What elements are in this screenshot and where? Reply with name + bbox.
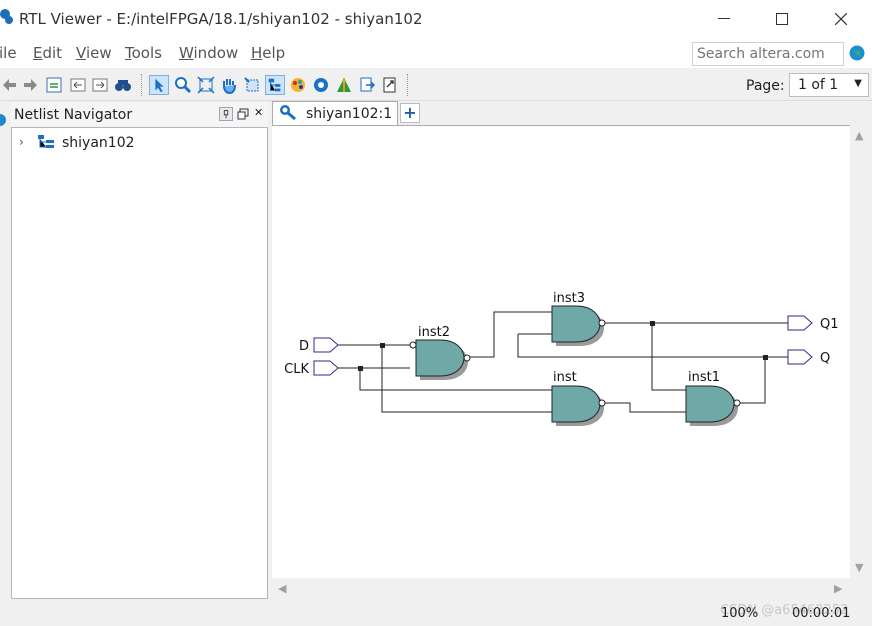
settings-icon[interactable] xyxy=(311,75,331,95)
maximize-icon xyxy=(776,13,788,25)
page-select-value: 1 of 1 xyxy=(798,77,839,93)
output-port-q[interactable] xyxy=(787,349,813,365)
menu-edit[interactable]: Edit xyxy=(33,44,63,62)
rtl-viewer-tab-icon xyxy=(280,105,296,121)
page-select[interactable]: 1 of 1 ▼ xyxy=(789,73,869,97)
horizontal-scrollbar[interactable]: ◀ ▶ xyxy=(272,578,850,598)
binoculars-icon[interactable] xyxy=(113,75,133,95)
menu-view[interactable]: View xyxy=(76,44,112,62)
region-icon[interactable] xyxy=(242,75,262,95)
tree-item-shiyan102[interactable]: shiyan102 xyxy=(62,135,135,151)
toolbar-separator xyxy=(407,74,410,96)
status-zoom: 100% xyxy=(721,606,759,621)
gate-inst[interactable] xyxy=(551,385,606,426)
wires xyxy=(338,311,788,413)
side-dock-icon[interactable] xyxy=(0,114,6,126)
float-icon[interactable] xyxy=(237,108,249,120)
gate-label-inst1: inst1 xyxy=(688,370,720,385)
refresh-icon[interactable] xyxy=(44,75,64,95)
collapse-icon[interactable] xyxy=(68,75,88,95)
input-port-clk[interactable] xyxy=(313,360,339,376)
netlist-navigator-panel xyxy=(11,102,268,599)
output-label-q1: Q1 xyxy=(820,317,839,332)
status-time: 00:00:01 xyxy=(792,606,851,621)
gate-inst2[interactable] xyxy=(409,339,471,380)
close-icon xyxy=(835,13,847,25)
chevron-right-icon[interactable]: › xyxy=(19,135,24,149)
zoom-icon[interactable] xyxy=(173,75,193,95)
vertical-scrollbar[interactable]: ▲ ▼ xyxy=(850,125,872,578)
hand-icon[interactable] xyxy=(219,75,239,95)
fit-icon[interactable] xyxy=(196,75,216,95)
input-label-clk: CLK xyxy=(284,362,309,377)
menu-window[interactable]: Window xyxy=(179,44,239,62)
gate-inst1[interactable] xyxy=(685,385,741,426)
close-button[interactable] xyxy=(821,4,861,34)
toolbar-separator xyxy=(141,74,144,96)
gate-inst3[interactable] xyxy=(551,305,606,346)
schematic[interactable]: D CLK Q1 Q inst2 inst3 inst inst1 xyxy=(272,125,850,578)
app-logo-icon xyxy=(0,9,13,24)
color-icon[interactable] xyxy=(288,75,308,95)
back-icon[interactable] xyxy=(0,75,20,95)
expand-icon[interactable] xyxy=(90,75,110,95)
filter-icon[interactable] xyxy=(334,75,354,95)
chevron-down-icon: ▼ xyxy=(854,78,862,89)
gate-label-inst3: inst3 xyxy=(553,291,585,306)
toolbar xyxy=(0,70,872,101)
forward-icon[interactable] xyxy=(20,75,40,95)
schematic-canvas[interactable] xyxy=(272,125,850,578)
menu-help[interactable]: Help xyxy=(251,44,286,62)
navigator-header xyxy=(11,102,268,128)
add-tab-button[interactable]: + xyxy=(400,103,420,123)
minimize-button[interactable] xyxy=(704,4,744,34)
navigator-title: Netlist Navigator xyxy=(14,107,133,123)
tab-label: shiyan102:1 xyxy=(306,106,393,122)
tab-shiyan102[interactable] xyxy=(272,101,398,125)
hierarchy-tree-icon xyxy=(38,135,54,148)
input-label-d: D xyxy=(299,339,309,354)
search-input[interactable] xyxy=(692,42,844,66)
export-icon[interactable] xyxy=(357,75,377,95)
menu-tools[interactable]: Tools xyxy=(125,44,162,62)
window-title: RTL Viewer - E:/intelFPGA/18.1/shiyan102… xyxy=(19,10,423,28)
hierarchy-icon[interactable] xyxy=(265,75,285,95)
watermark: CSDN @a65462252 xyxy=(720,603,849,618)
close-icon[interactable]: ✕ xyxy=(254,106,264,119)
wire-junctions xyxy=(358,321,768,371)
input-port-d[interactable] xyxy=(313,337,339,353)
select-icon[interactable] xyxy=(149,75,169,95)
scroll-up-icon[interactable]: ▲ xyxy=(855,129,864,142)
output-label-q: Q xyxy=(820,351,830,366)
output-port-q1[interactable] xyxy=(787,315,813,331)
minimize-icon xyxy=(718,18,730,19)
pin-icon[interactable] xyxy=(219,107,233,121)
scroll-left-icon[interactable]: ◀ xyxy=(278,582,287,595)
page-label: Page: xyxy=(746,78,785,94)
gate-label-inst: inst xyxy=(553,370,577,385)
scroll-right-icon[interactable]: ▶ xyxy=(834,582,843,595)
scroll-down-icon[interactable]: ▼ xyxy=(855,561,864,574)
globe-icon[interactable] xyxy=(849,45,865,61)
maximize-button[interactable] xyxy=(762,4,802,34)
print-icon[interactable] xyxy=(380,75,400,95)
gate-label-inst2: inst2 xyxy=(418,325,450,340)
menu-file[interactable]: ile xyxy=(0,44,17,62)
